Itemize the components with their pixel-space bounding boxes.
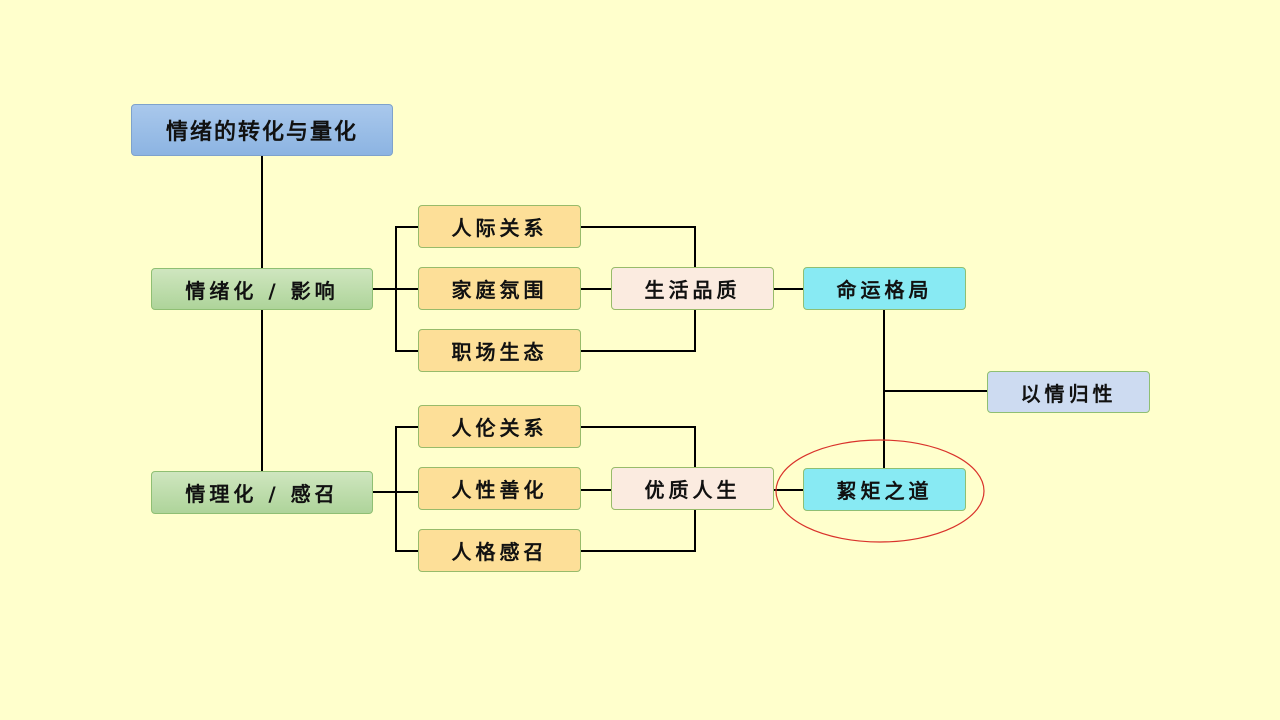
connector-branch1-bracket	[395, 226, 419, 352]
outcome-node-jieju: 絜矩之道	[803, 468, 966, 511]
connector-leaves1-bracket	[580, 226, 696, 268]
connector-leaves2-bracket-bottom	[580, 509, 696, 552]
connector-leaves1-bracket-bottom	[580, 309, 696, 352]
outcome-node-destiny: 命运格局	[803, 267, 966, 310]
side-node-emotion-to-nature: 以情归性	[987, 371, 1150, 413]
highlight-ellipse	[775, 439, 985, 543]
result-node-life-quality: 生活品质	[611, 267, 774, 310]
connector-leaves2-bracket	[580, 426, 696, 468]
branch-node-emotional-influence: 情绪化 / 影响	[151, 268, 373, 310]
branch-node-rational-appeal: 情理化 / 感召	[151, 471, 373, 514]
leaf-node-humanity: 人性善化	[418, 467, 581, 510]
leaf-node-character: 人格感召	[418, 529, 581, 572]
leaf-node-ethics: 人伦关系	[418, 405, 581, 448]
root-node-title: 情绪的转化与量化	[131, 104, 393, 156]
leaf-node-workplace: 职场生态	[418, 329, 581, 372]
leaf-node-interpersonal: 人际关系	[418, 205, 581, 248]
result-node-quality-life: 优质人生	[611, 467, 774, 510]
connector-branch2-bracket	[395, 426, 419, 552]
leaf-node-family: 家庭氛围	[418, 267, 581, 310]
